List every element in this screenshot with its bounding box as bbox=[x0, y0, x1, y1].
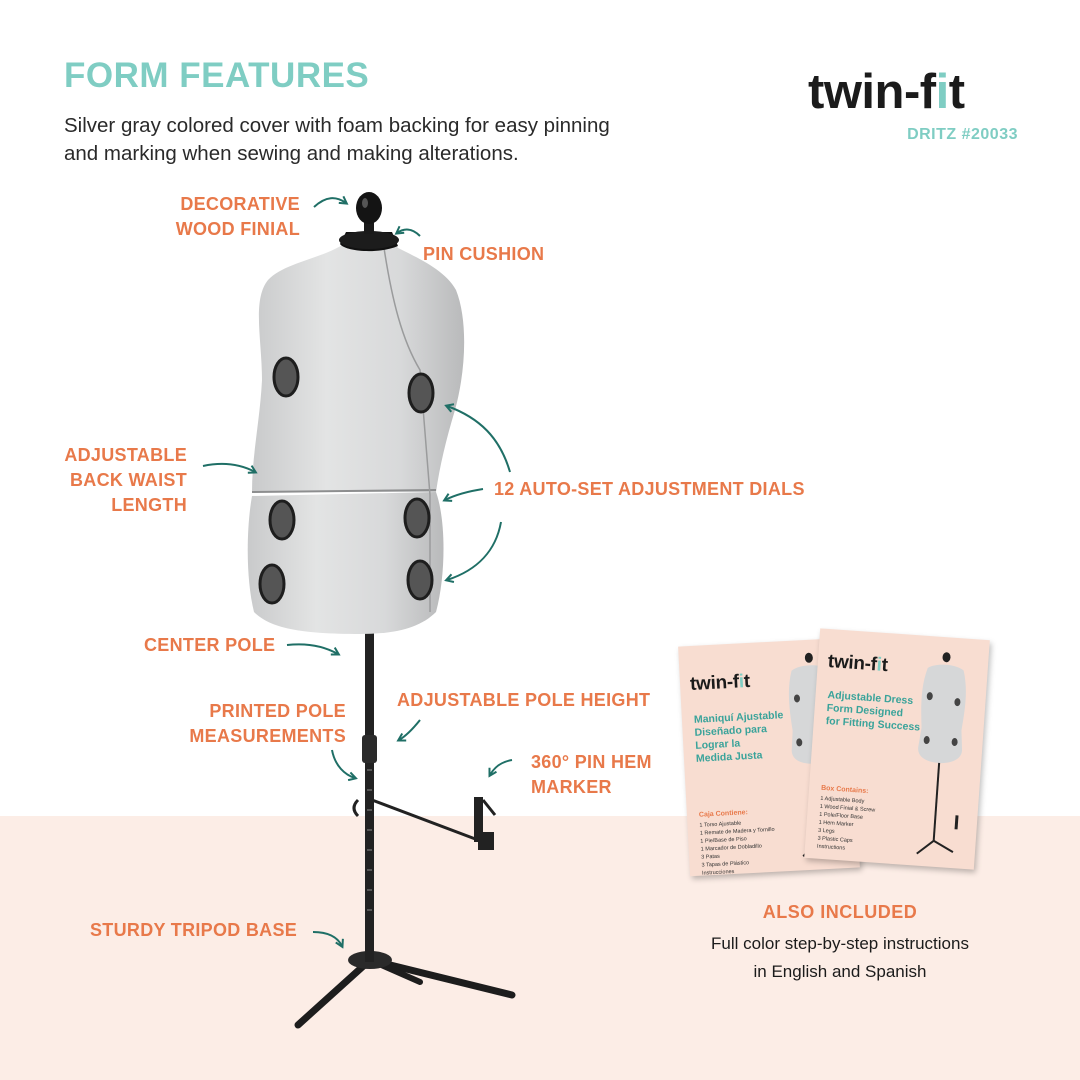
feature-dials-label: 12 AUTO-SET ADJUSTMENT DIALS bbox=[494, 479, 805, 499]
brand-logo: twin-fit bbox=[808, 65, 965, 119]
booklet-brand-logo: twin-fit bbox=[689, 670, 751, 696]
hem-marker bbox=[352, 797, 497, 850]
booklet-form-drawing bbox=[916, 652, 966, 855]
center-pole bbox=[365, 632, 374, 962]
callout-arrows bbox=[202, 198, 513, 946]
booklet-contents-heading: Caja Contiene: bbox=[698, 809, 749, 819]
tripod-base bbox=[294, 951, 516, 1029]
also-included-text: Full color step-by-step instructions in … bbox=[711, 934, 969, 981]
also-included-heading: ALSO INCLUDED bbox=[762, 902, 918, 922]
page-title: FORM FEATURES bbox=[64, 56, 370, 95]
feature-pole-height-label: ADJUSTABLE POLE HEIGHT bbox=[397, 690, 651, 710]
model-number: DRITZ #20033 bbox=[907, 126, 1018, 143]
feature-tripod-label: STURDY TRIPOD BASE bbox=[90, 920, 298, 940]
booklet-contents-heading: Box Contains: bbox=[820, 784, 869, 796]
feature-center-pole-label: CENTER POLE bbox=[144, 635, 276, 655]
torso bbox=[247, 192, 465, 634]
adjustment-dials bbox=[258, 356, 435, 605]
feature-pin-cushion-label: PIN CUSHION bbox=[423, 244, 545, 264]
booklet-brand-logo: twin-fit bbox=[827, 650, 889, 677]
page-subtitle: Silver gray colored cover with foam back… bbox=[64, 114, 610, 165]
